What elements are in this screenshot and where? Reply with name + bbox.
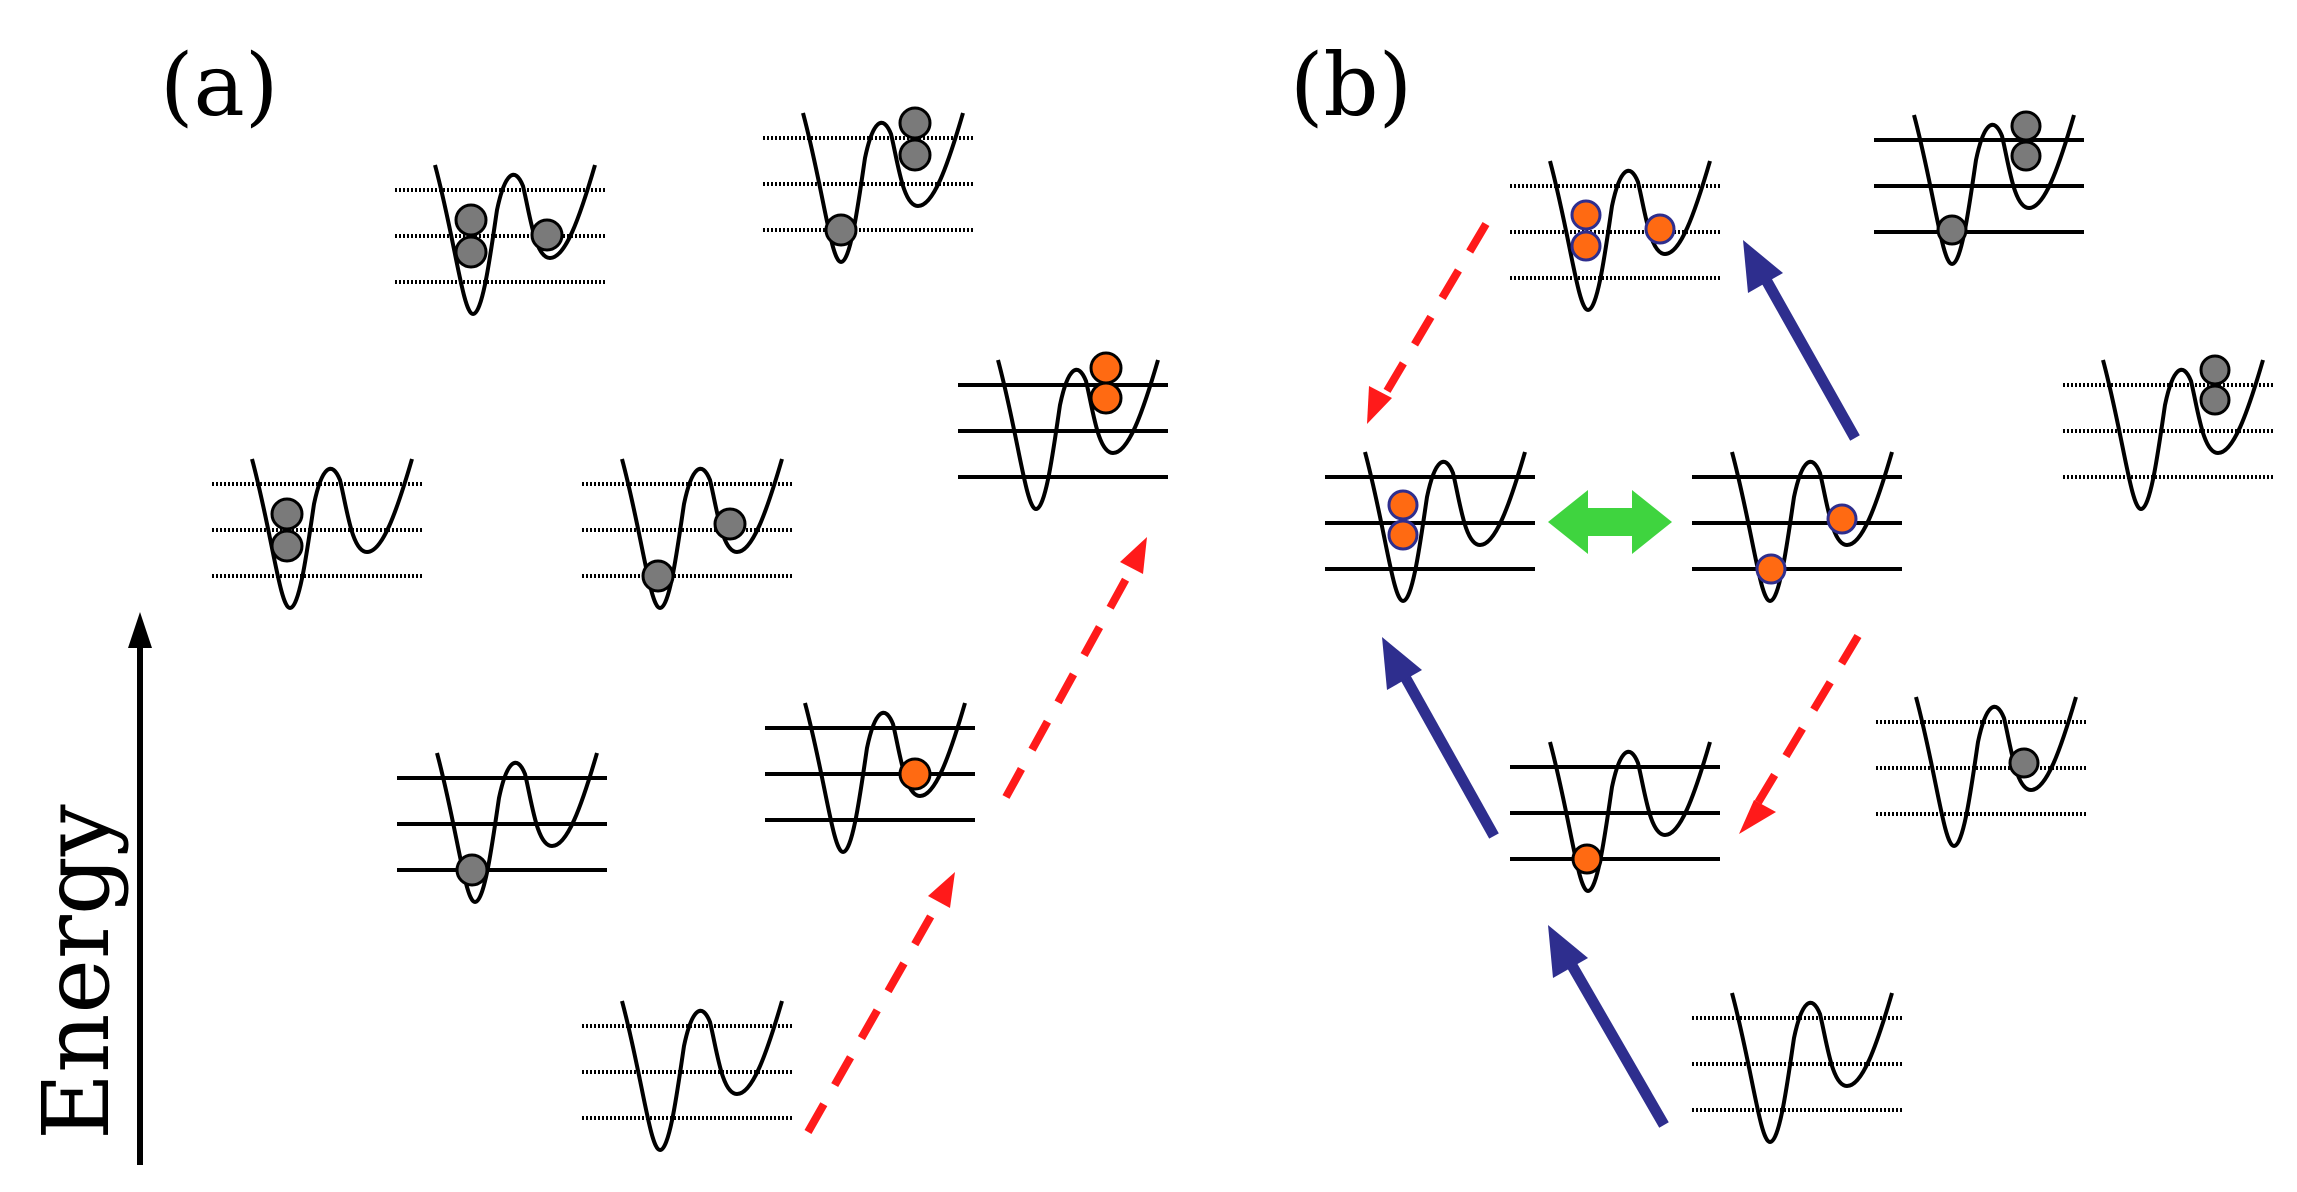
state-a-2 [761, 106, 975, 264]
state-b-8 [1690, 991, 1904, 1144]
state-b-5 [2061, 354, 2275, 511]
blue-arrow-b-2 [1382, 637, 1499, 839]
red-dashed-arrow-a-2 [1002, 537, 1147, 799]
panel-a [210, 106, 1170, 1152]
red-dashed-arrow-a-1 [804, 872, 955, 1134]
panel-label-b: (b) [1290, 36, 1412, 136]
state-b-1 [1508, 159, 1722, 312]
red-dashed-arrow-b-2 [1739, 633, 1862, 834]
blue-arrow-b-3 [1743, 240, 1860, 441]
state-a-4 [580, 457, 794, 610]
green-double-arrow [1548, 490, 1672, 554]
state-a-7 [763, 701, 977, 854]
state-b-2 [1872, 110, 2086, 266]
state-a-8 [580, 999, 794, 1152]
panel-b [1323, 110, 2275, 1144]
panel-label-a: (a) [160, 36, 278, 136]
energy-axis: Energy [23, 612, 152, 1165]
state-a-5 [956, 351, 1170, 511]
state-b-6 [1508, 740, 1722, 893]
blue-arrow-b-1 [1548, 925, 1669, 1128]
state-a-1 [393, 163, 607, 316]
energy-axis-label: Energy [23, 804, 130, 1140]
state-b-3 [1323, 450, 1537, 603]
energy-arrow-head [128, 612, 152, 648]
state-a-6 [395, 751, 609, 904]
state-b-7 [1874, 695, 2088, 848]
state-b-4 [1690, 450, 1904, 603]
state-a-3 [210, 457, 424, 610]
red-dashed-arrow-b-1 [1367, 221, 1490, 424]
